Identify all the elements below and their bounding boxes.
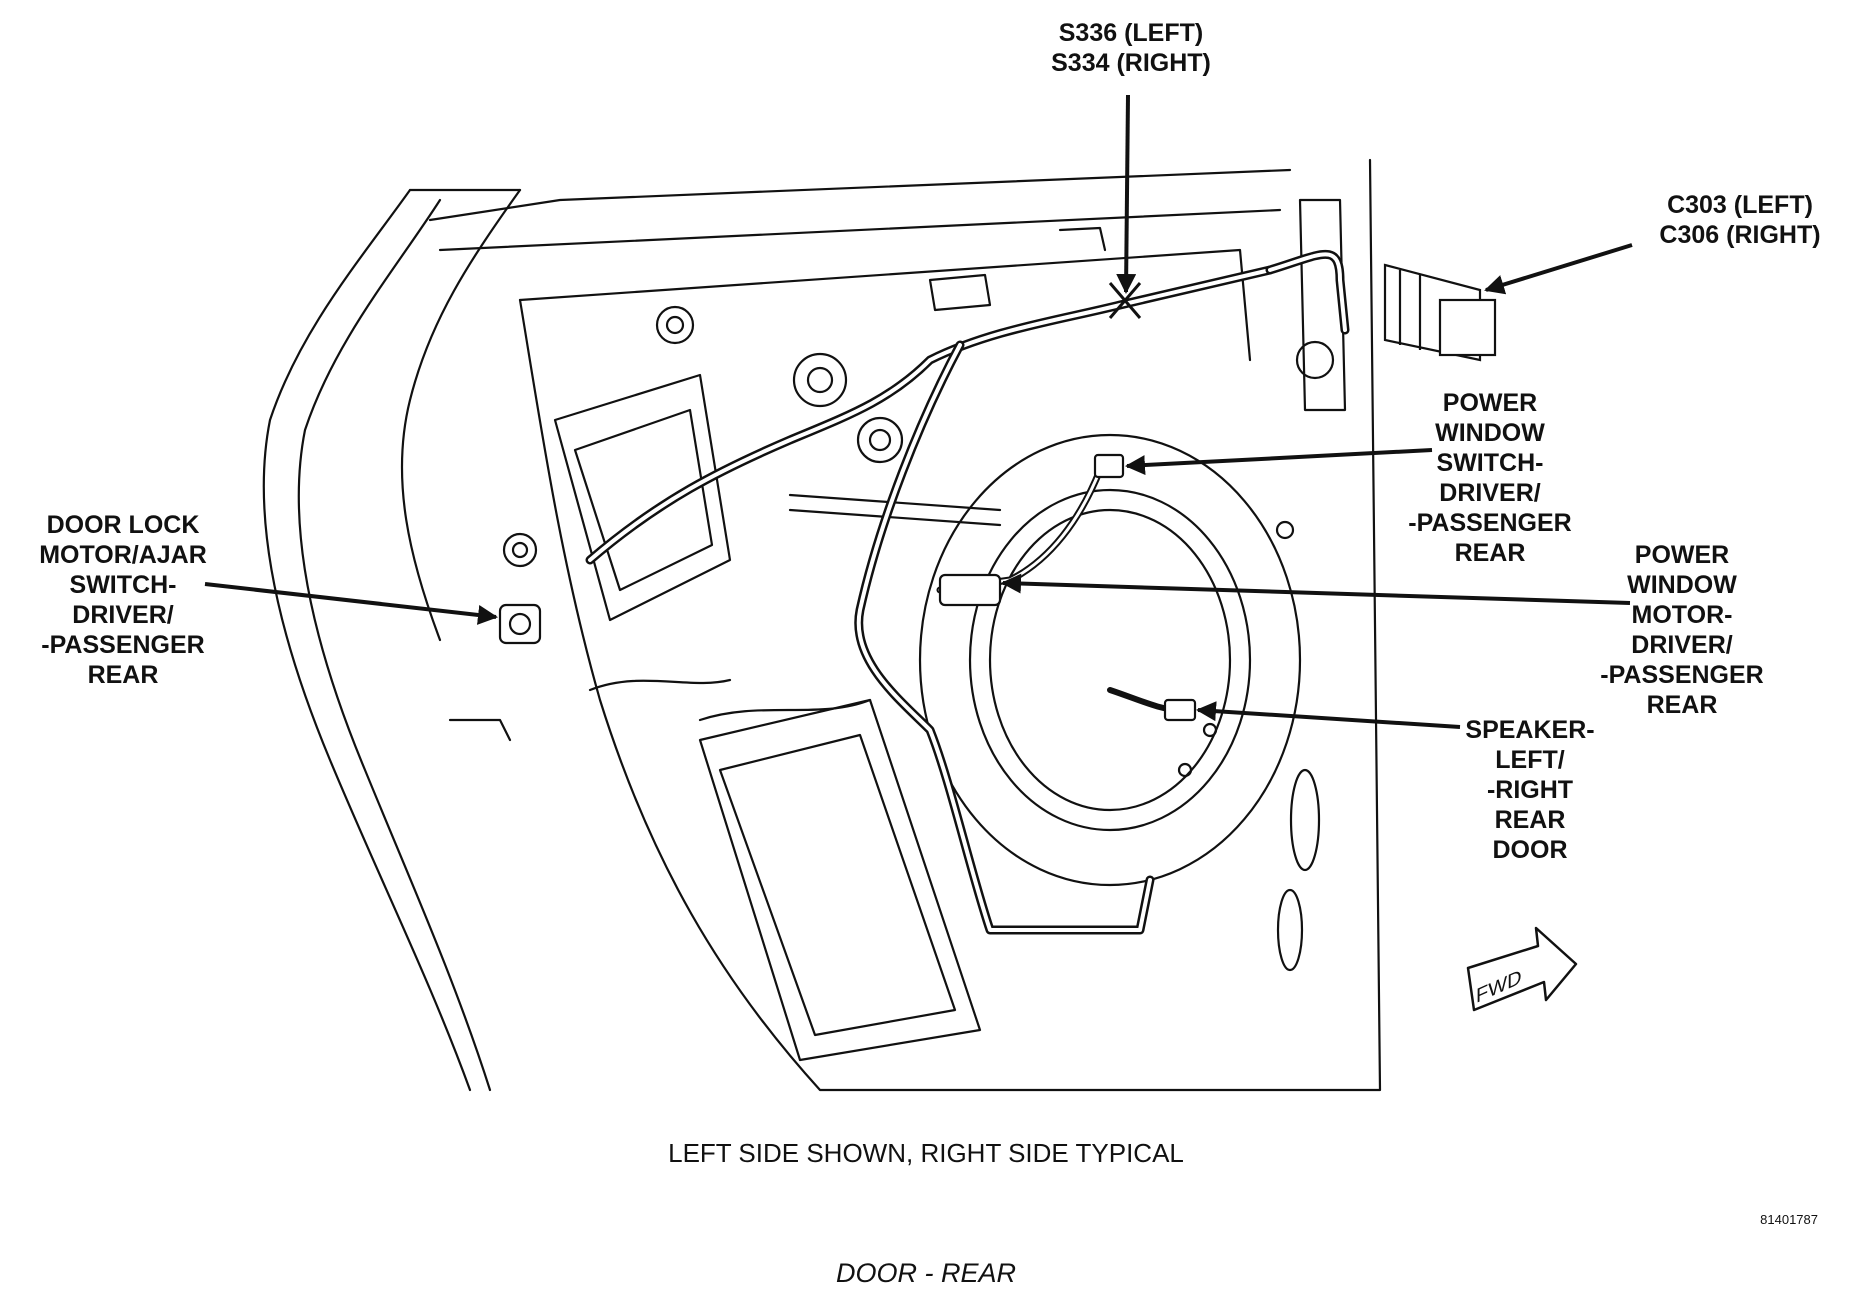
callout-line: -PASSENGER (1600, 661, 1764, 689)
figure-caption: LEFT SIDE SHOWN, RIGHT SIDE TYPICAL (668, 1138, 1184, 1168)
window-switch-leader (1125, 448, 1433, 476)
callout-line: DRIVER/ (1631, 631, 1733, 659)
callout-line: DRIVER/ (1439, 479, 1541, 507)
callout-line: MOTOR/AJAR (39, 541, 207, 569)
leader-arrows (204, 94, 1633, 729)
callout-line: C303 (LEFT) (1667, 191, 1813, 219)
fwd-arrow (1466, 926, 1578, 1012)
speaker-connector (1163, 698, 1197, 722)
callout-line: POWER (1442, 389, 1538, 417)
callout-line: SWITCH- (1436, 449, 1544, 477)
callout-line: -PASSENGER (1408, 509, 1572, 537)
figure-title: DOOR - REAR (835, 1258, 1016, 1288)
power-window-switch-connector (1093, 453, 1125, 479)
power-window-motor-callout: POWER WINDOW MOTOR- DRIVER/ -PASSENGER R… (1582, 540, 1782, 720)
door-lock-callout: DOOR LOCK MOTOR/AJAR SWITCH- DRIVER/ -PA… (18, 510, 228, 690)
door-inner-panel (262, 158, 1382, 1092)
callout-line: REAR (1454, 539, 1526, 567)
connector-callout: C303 (LEFT) C306 (RIGHT) (1640, 190, 1840, 250)
splice-callout: S336 (LEFT) S334 (RIGHT) (1036, 18, 1226, 78)
callout-line: REAR (87, 661, 159, 689)
callout-line: WINDOW (1435, 419, 1545, 447)
figure-number: 81401787 (1760, 1212, 1818, 1227)
harness-components (498, 263, 1497, 722)
callout-line: WINDOW (1627, 571, 1737, 599)
callout-line: DOOR LOCK (46, 511, 200, 539)
wiring-harness (585, 249, 1350, 935)
callout-line: MOTOR- (1631, 601, 1733, 629)
callout-line: S336 (LEFT) (1058, 19, 1204, 47)
c303-c306-connector (1383, 263, 1497, 362)
speaker-leader (1196, 701, 1461, 729)
callout-line: C306 (RIGHT) (1659, 221, 1821, 249)
callout-line: S334 (RIGHT) (1051, 49, 1211, 77)
callout-line: POWER (1634, 541, 1730, 569)
window-motor-leader (1001, 573, 1631, 605)
callout-line: SPEAKER- (1465, 716, 1595, 744)
door-lock-leader (204, 582, 498, 625)
callout-line: DOOR (1492, 836, 1568, 864)
callout-line: SWITCH- (69, 571, 177, 599)
door-lock-connector (498, 603, 542, 645)
connector-leader (1484, 243, 1633, 295)
callout-line: REAR (1494, 806, 1566, 834)
callout-line: REAR (1646, 691, 1718, 719)
callout-line: LEFT/ (1495, 746, 1565, 774)
splice-leader (1116, 94, 1137, 294)
callout-line: -RIGHT (1486, 776, 1574, 804)
power-window-motor-connector (938, 573, 1002, 607)
power-window-switch-callout: POWER WINDOW SWITCH- DRIVER/ -PASSENGER … (1390, 388, 1590, 568)
callout-line: DRIVER/ (72, 601, 174, 629)
speaker-callout: SPEAKER- LEFT/ -RIGHT REAR DOOR (1440, 715, 1620, 865)
callout-line: -PASSENGER (41, 631, 205, 659)
